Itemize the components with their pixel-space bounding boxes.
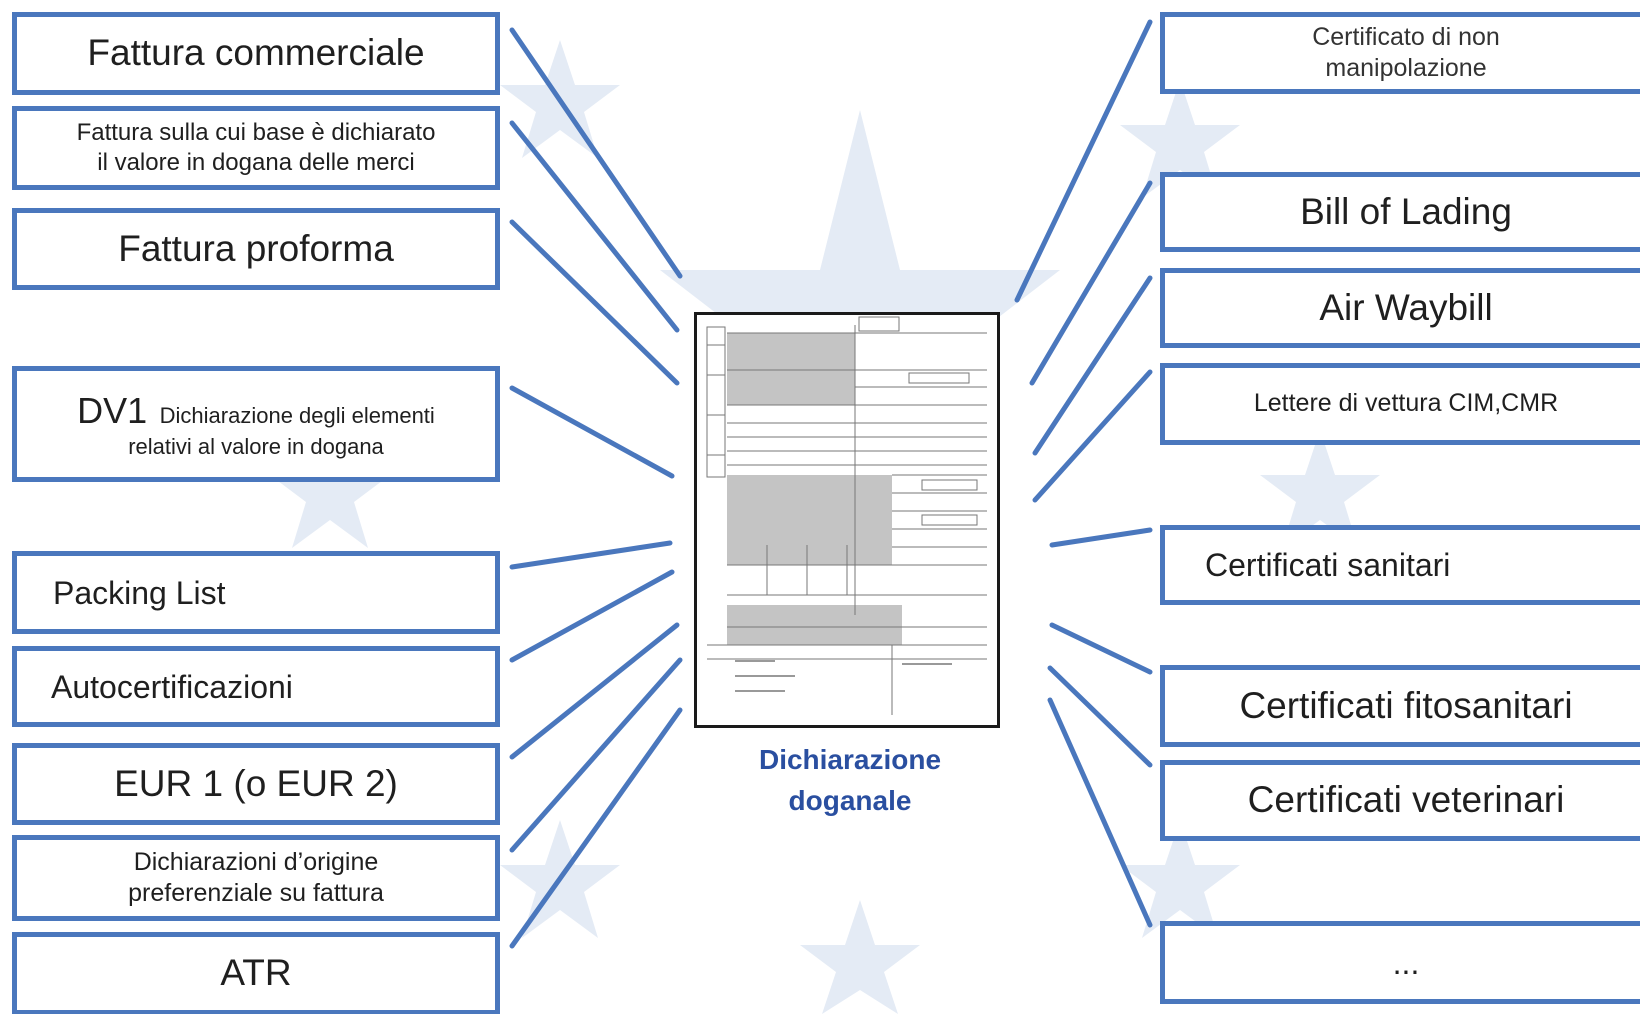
box-label: Fattura proforma	[118, 227, 394, 269]
box-label: Bill of Lading	[1300, 190, 1512, 232]
box-packing-list: Packing List	[12, 551, 500, 634]
box-certificati-sanitari: Certificati sanitari	[1160, 525, 1640, 605]
box-lettere-vettura: Lettere di vettura CIM,CMR	[1160, 363, 1640, 445]
box-eur1: EUR 1 (o EUR 2)	[12, 743, 500, 825]
dv1-desc-line1: Dichiarazione degli elementi	[159, 402, 435, 428]
dv1-desc-line2: relativi al valore in dogana	[128, 433, 384, 459]
box-label: Lettere di vettura CIM,CMR	[1253, 389, 1559, 418]
customs-declaration-form-icon	[694, 312, 1000, 728]
box-certificato-non-manipolazione: Certificato di non manipolazione	[1160, 12, 1640, 94]
box-label: Certificati sanitari	[1205, 547, 1451, 583]
box-label-line1: Fattura sulla cui base è dichiarato	[76, 119, 436, 146]
box-label: EUR 1 (o EUR 2)	[114, 762, 398, 804]
form-caption: Dichiarazione doganale	[720, 740, 980, 821]
form-caption-line2: doganale	[788, 784, 912, 816]
dv1-first-line: DV1 Dichiarazione degli elementi	[77, 388, 435, 433]
box-label: Packing List	[53, 574, 226, 611]
dv1-code: DV1	[77, 389, 148, 431]
form-drawing	[706, 316, 987, 715]
box-dv1: DV1 Dichiarazione degli elementi relativ…	[12, 366, 500, 482]
box-label: ATR	[220, 952, 292, 994]
box-fattura-commerciale: Fattura commerciale	[12, 12, 500, 95]
box-certificati-fitosanitari: Certificati fitosanitari	[1160, 665, 1640, 747]
box-label: Autocertificazioni	[51, 668, 293, 705]
form-caption-line1: Dichiarazione	[758, 744, 942, 775]
box-dichiarazioni-origine: Dichiarazioni d’origine preferenziale su…	[12, 835, 500, 921]
box-label: Certificati fitosanitari	[1239, 684, 1573, 726]
box-certificati-veterinari: Certificati veterinari	[1160, 760, 1640, 841]
box-air-waybill: Air Waybill	[1160, 268, 1640, 348]
box-fattura-valore-dogana: Fattura sulla cui base è dichiarato il v…	[12, 106, 500, 190]
box-label: Certificati veterinari	[1247, 779, 1565, 821]
box-label-line2: il valore in dogana delle merci	[97, 149, 415, 176]
box-bill-of-lading: Bill of Lading	[1160, 172, 1640, 252]
box-label-line1: Certificato di non	[1312, 22, 1500, 51]
box-autocertificazioni: Autocertificazioni	[12, 646, 500, 727]
box-fattura-proforma: Fattura proforma	[12, 208, 500, 290]
box-label-line2: preferenziale su fattura	[128, 879, 384, 907]
box-label-line2: manipolazione	[1325, 54, 1487, 82]
box-atr: ATR	[12, 932, 500, 1014]
box-label: Air Waybill	[1319, 286, 1493, 328]
box-label: ...	[1392, 944, 1420, 981]
box-label: Fattura commerciale	[87, 32, 425, 74]
box-ellipsis: ...	[1160, 921, 1640, 1004]
connector-lines	[509, 19, 1153, 949]
box-label-line1: Dichiarazioni d’origine	[133, 847, 379, 876]
